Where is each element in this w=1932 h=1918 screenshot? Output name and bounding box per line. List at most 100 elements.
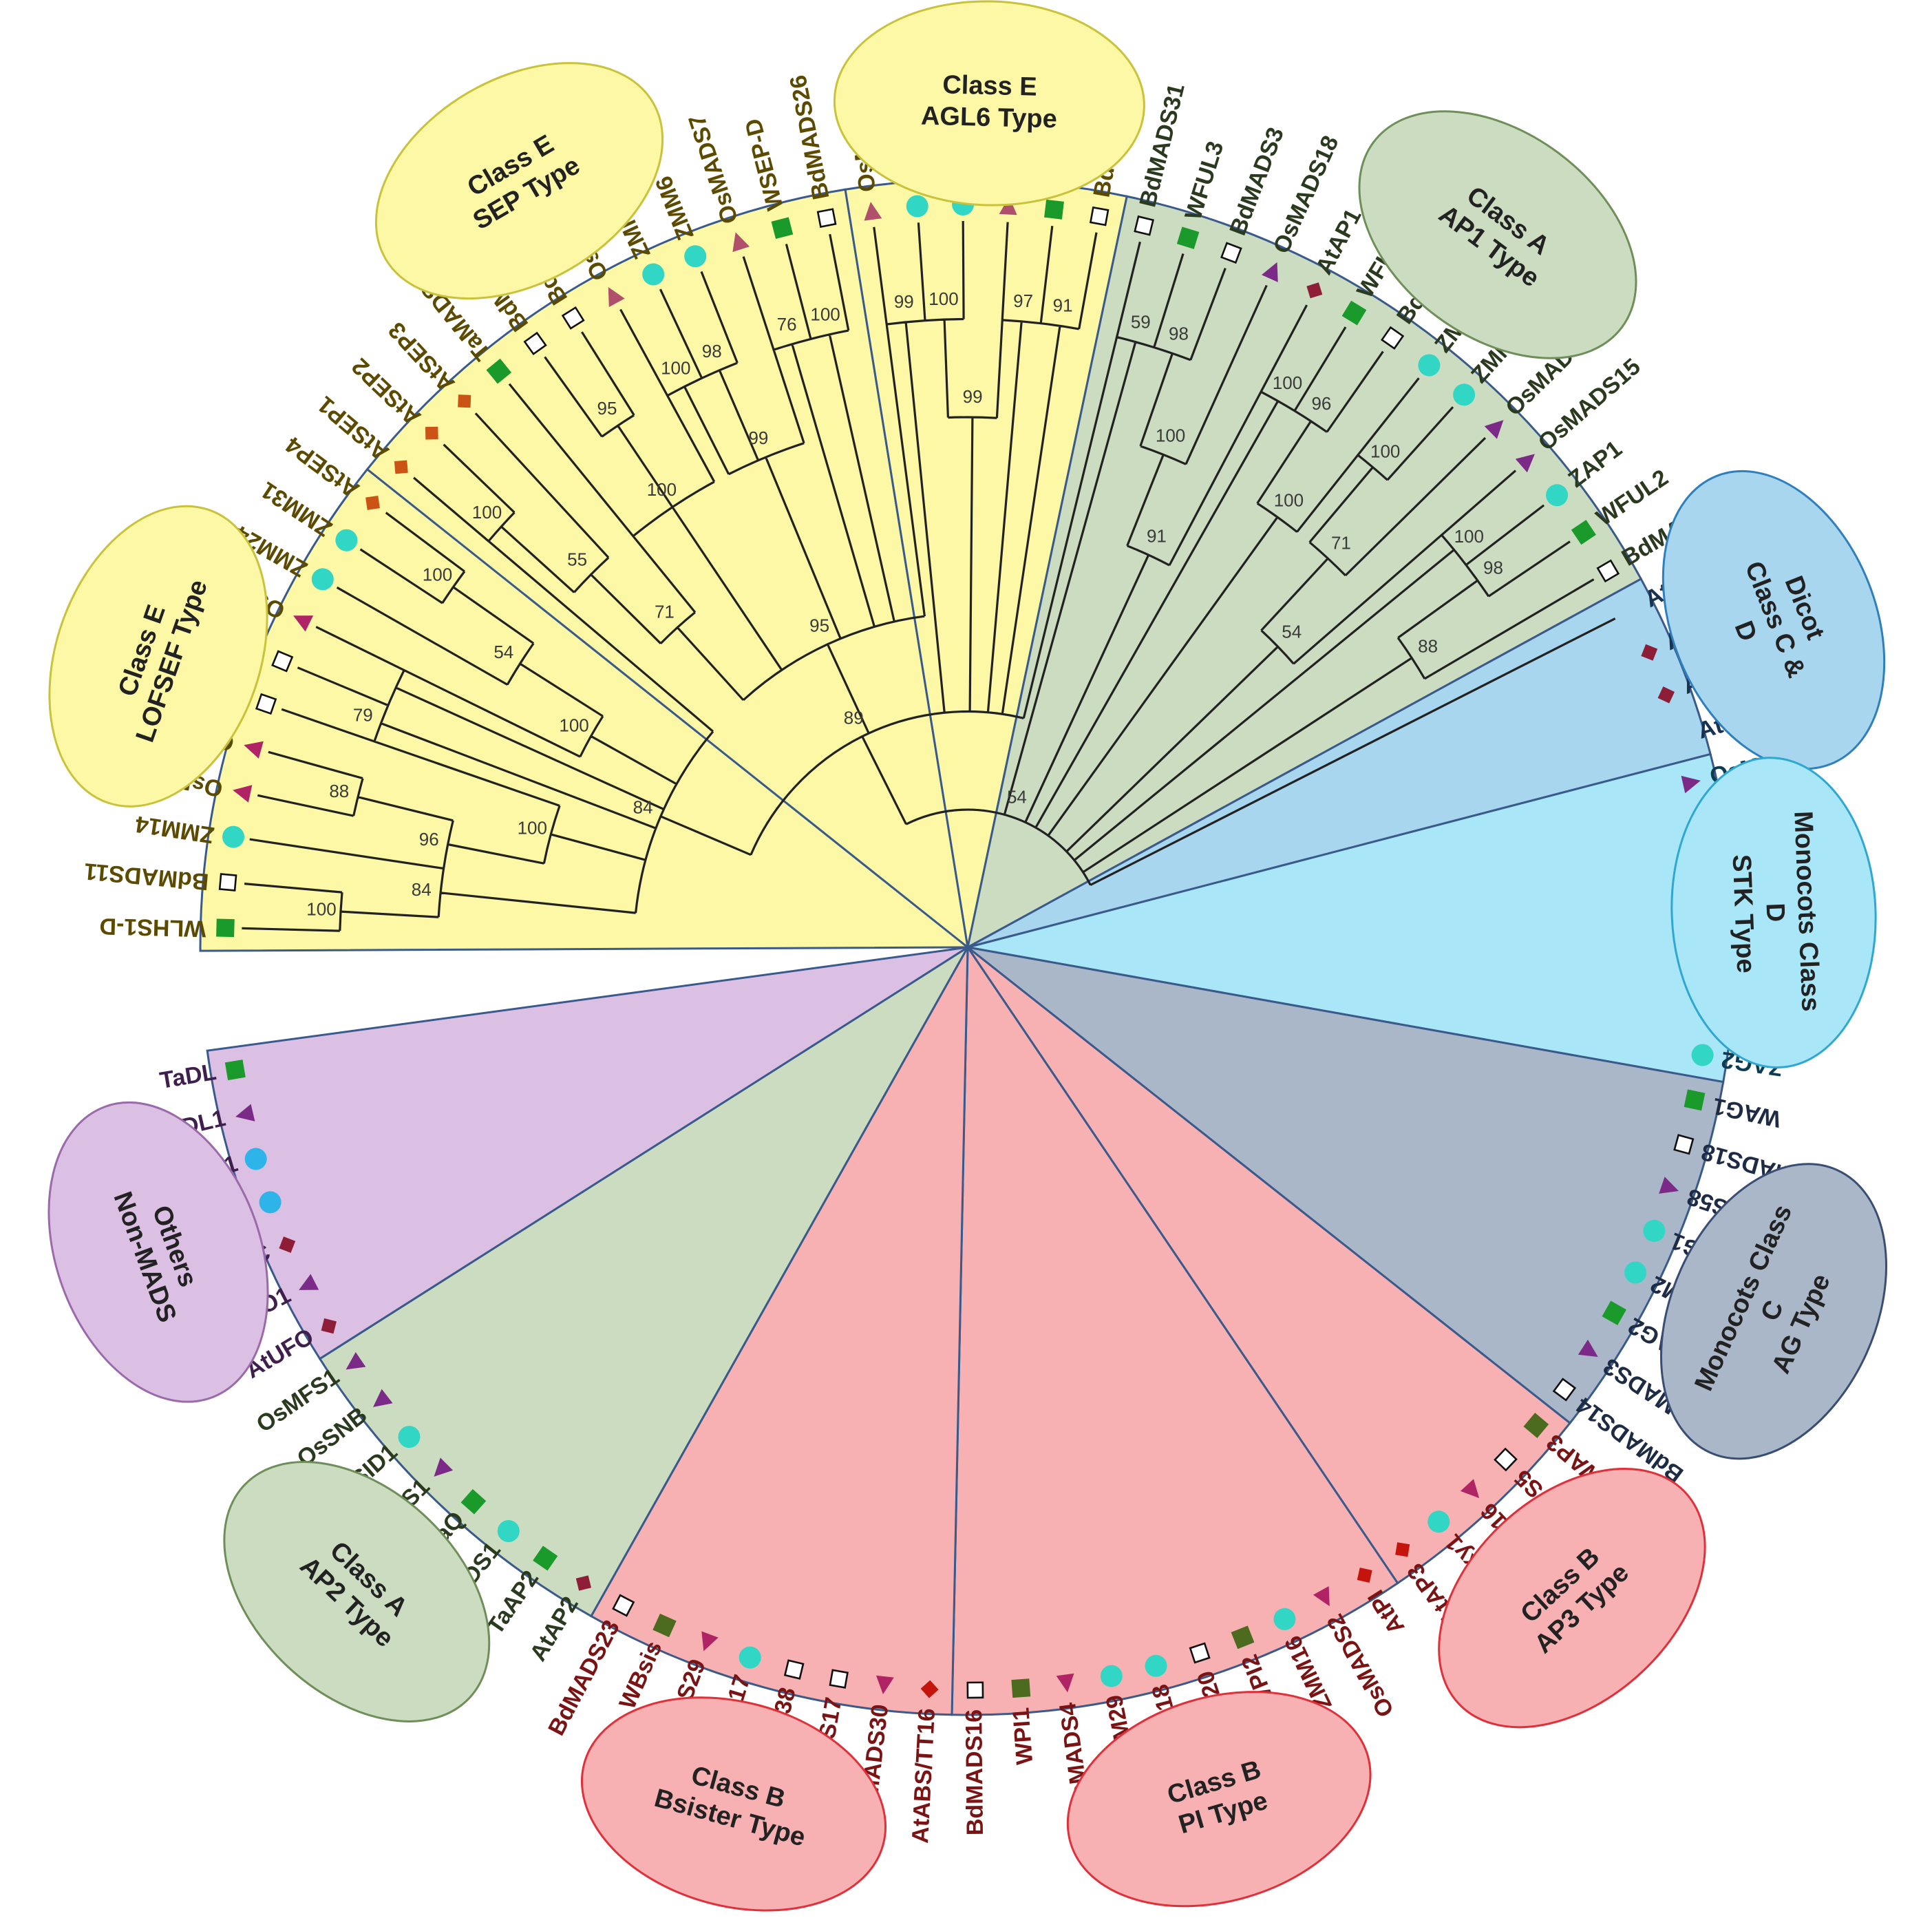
taxon-label-zmm6: ZMM6 <box>650 172 699 244</box>
cyan-circle-icon <box>222 825 244 848</box>
bootstrap-value: 54 <box>1282 622 1302 642</box>
bootstrap-value: 89 <box>844 708 864 728</box>
cyan-circle-icon <box>1453 383 1476 406</box>
pink-triangle-icon <box>999 196 1017 215</box>
taxon-label-osmads7: OsMADS7 <box>683 112 743 227</box>
clade-label-line: STK Type <box>1727 854 1761 973</box>
clade-label-line: AGL6 Type <box>921 102 1058 134</box>
taxon-label-atabs-tt16: AtABS/TT16 <box>907 1707 940 1844</box>
dark-red-diamond-icon <box>321 1318 337 1334</box>
bootstrap-value: 100 <box>647 479 677 500</box>
bootstrap-value: 100 <box>1273 372 1302 393</box>
open-square-icon <box>1552 1378 1577 1402</box>
green-square-icon <box>1341 300 1367 326</box>
bootstrap-value: 59 <box>1131 312 1151 333</box>
open-square-icon <box>1134 215 1154 236</box>
bootstrap-value: 100 <box>928 288 958 309</box>
sector-sep <box>365 188 970 950</box>
purple-triangle-icon <box>1262 262 1278 282</box>
bootstrap-value: 54 <box>493 642 513 662</box>
purple-triangle-icon <box>1578 1339 1598 1357</box>
bootstrap-value: 91 <box>1053 295 1073 316</box>
red-diamond-icon <box>1357 1568 1372 1583</box>
red-diamond-icon <box>1395 1542 1410 1557</box>
cyan-circle-icon <box>311 568 334 591</box>
dark-red-diamond-icon <box>279 1236 296 1253</box>
tree-branches <box>242 220 1616 932</box>
bootstrap-value: 95 <box>809 615 829 635</box>
taxon-label-wpi1: WPI1 <box>1008 1707 1038 1766</box>
purple-triangle-icon <box>434 1457 454 1477</box>
bootstrap-value: 91 <box>1147 526 1167 547</box>
taxon-label-zap1: ZAP1 <box>1564 436 1627 493</box>
purple-triangle-icon <box>1681 775 1701 794</box>
open-square-icon <box>829 1669 849 1689</box>
clade-ellipse <box>48 505 268 808</box>
pink-triangle-icon <box>608 286 625 308</box>
clade-ellipse <box>1660 1163 1887 1460</box>
open-square-icon <box>561 306 585 330</box>
purple-triangle-icon <box>235 1104 255 1121</box>
cyan-circle-icon <box>1273 1608 1296 1630</box>
green-square-icon <box>1571 520 1596 545</box>
open-square-icon <box>1089 206 1110 226</box>
open-square-icon <box>1380 326 1405 350</box>
pink-triangle-icon <box>864 202 882 221</box>
open-square-icon <box>271 650 294 673</box>
dark-red-diamond-icon <box>1306 282 1323 299</box>
sector-pi <box>951 944 1399 1716</box>
bootstrap-value: 100 <box>472 502 502 523</box>
cyan-circle-icon <box>398 1426 421 1448</box>
clade-ellipse <box>223 1461 491 1722</box>
clade-ellipse <box>1358 110 1637 359</box>
taxon-label-bdmads26: BdMADS26 <box>785 73 834 202</box>
magenta-triangle-icon <box>1460 1479 1480 1499</box>
bootstrap-value: 99 <box>748 428 768 448</box>
taxon-label-bdmads16: BdMADS16 <box>961 1709 988 1836</box>
open-square-icon <box>255 693 277 715</box>
magenta-triangle-icon <box>293 615 314 632</box>
sector-ag <box>967 946 1725 1425</box>
orange-diamond-icon <box>394 460 408 474</box>
cyan-circle-icon <box>906 195 928 218</box>
bootstrap-value: 100 <box>1454 526 1484 547</box>
cyan-circle-icon <box>739 1646 761 1669</box>
taxon-label-zmm14: ZMM14 <box>134 810 216 848</box>
bootstrap-value: 100 <box>1370 441 1400 461</box>
open-square-icon <box>1220 242 1242 264</box>
magenta-triangle-icon <box>233 785 253 803</box>
open-square-icon <box>612 1594 635 1617</box>
clade-label-line: D <box>1760 903 1790 923</box>
clade-ellipse <box>833 0 1145 207</box>
green-square-icon <box>533 1546 558 1571</box>
cyan-circle-icon <box>1643 1219 1666 1242</box>
bootstrap-value: 99 <box>963 386 983 407</box>
clade-label-pi: Class BPI Type <box>1066 1691 1372 1908</box>
taxon-label-wful3: WFUL3 <box>1180 138 1229 223</box>
green-square-icon <box>224 1060 246 1081</box>
green-square-icon <box>1044 199 1064 220</box>
dark-red-diamond-icon <box>1657 686 1675 704</box>
olive-square-icon <box>1231 1625 1255 1650</box>
pink-triangle-icon <box>732 232 750 253</box>
purple-triangle-icon <box>373 1389 393 1407</box>
open-square-icon <box>1673 1134 1695 1155</box>
bootstrap-value: 95 <box>597 398 617 419</box>
bootstrap-value: 71 <box>1331 532 1351 553</box>
cyan-circle-icon <box>1145 1654 1167 1677</box>
bootstrap-value: 98 <box>702 341 722 361</box>
open-square-icon <box>218 873 237 892</box>
cyan-circle-icon <box>1100 1665 1123 1687</box>
open-square-icon <box>1189 1642 1211 1664</box>
